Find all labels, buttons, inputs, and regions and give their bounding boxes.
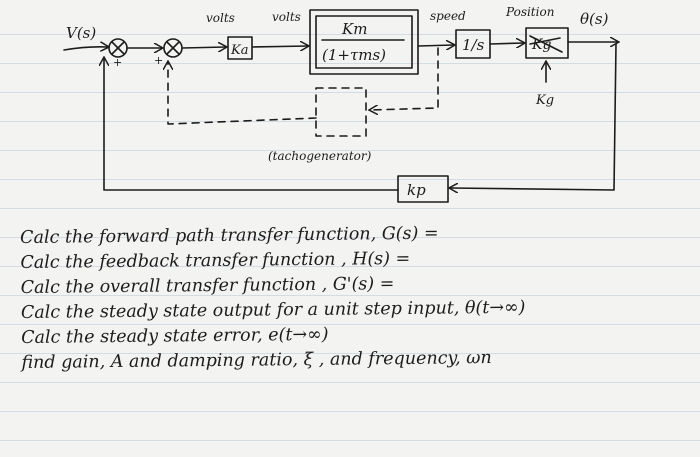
scribble-mark [529, 35, 563, 53]
position-pickoff-line [450, 43, 617, 190]
question-list: Calc the forward path transfer function,… [20, 219, 692, 376]
sum2-sign: + [154, 54, 163, 67]
input-arrow [63, 47, 108, 50]
motor-to-integrator-arrow [417, 45, 454, 46]
summing-junction-1: + [108, 38, 128, 69]
sum1-sign: + [113, 56, 122, 69]
ka-block: Ka [227, 36, 253, 60]
tacho-pickoff-line [370, 47, 439, 110]
motor-denominator: (1+τms) [322, 46, 386, 64]
kg-input-label: Kg [535, 93, 554, 108]
integrator-block: 1/s [455, 29, 491, 59]
tachogenerator-block [315, 87, 367, 137]
label-volts-2: volts [272, 10, 301, 24]
integrator-to-kg-arrow [489, 43, 524, 44]
svg-text:1/s: 1/s [462, 36, 485, 54]
svg-text:kp: kp [407, 181, 426, 199]
sum2-to-ka-arrow [181, 47, 226, 48]
label-volts-1: volts [206, 11, 235, 25]
block-diagram: V(s) + + volts Ka volts [63, 5, 700, 203]
label-speed: speed [430, 9, 466, 23]
kg-block: Kg [525, 27, 569, 59]
input-label: V(s) [66, 24, 96, 42]
output-label: θ(s) [580, 10, 609, 28]
tachogenerator-label: (tachogenerator) [268, 149, 372, 163]
svg-text:Ka: Ka [230, 43, 248, 58]
kp-block: kp [397, 175, 449, 203]
tacho-feedback-line [168, 62, 317, 125]
motor-block: Km (1+τms) [309, 9, 419, 75]
position-feedback-line [104, 58, 399, 191]
ka-to-motor-arrow [252, 46, 308, 47]
motor-numerator: Km [341, 20, 367, 38]
label-position: Position [505, 5, 554, 19]
